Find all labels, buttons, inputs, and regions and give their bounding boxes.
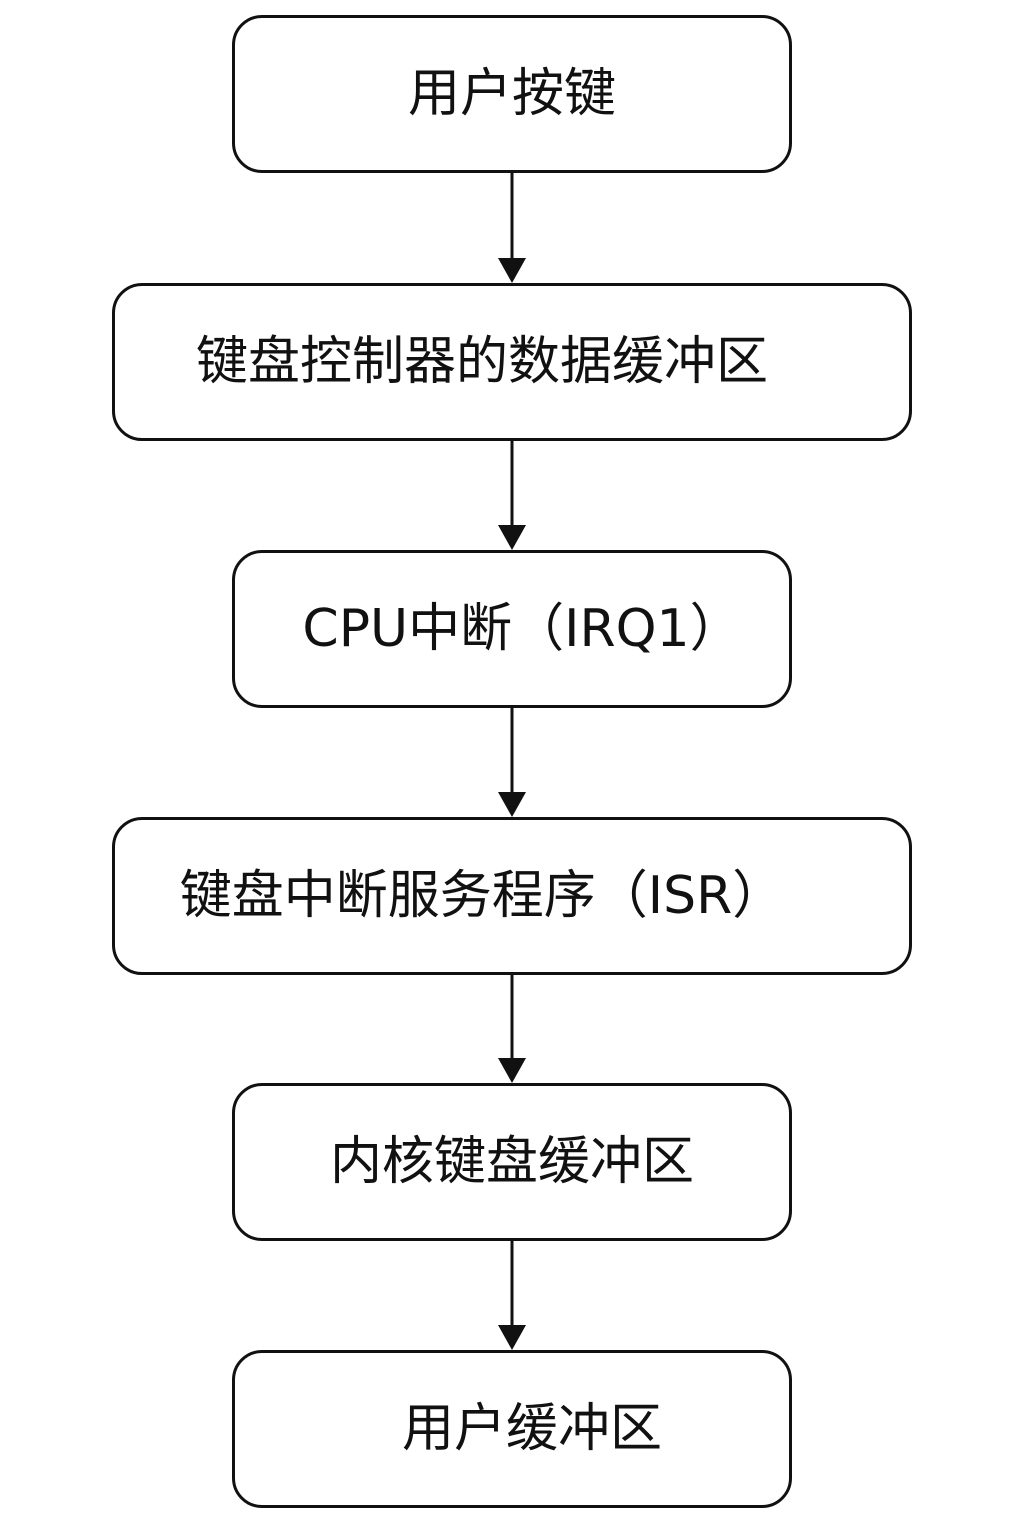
node-label: 用户按键 — [407, 64, 616, 124]
node-label: CPU中断（IRQ1） — [302, 599, 742, 659]
node-label: 用户缓冲区 — [401, 1399, 662, 1459]
node-user-buffer: 用户缓冲区 — [232, 1350, 792, 1508]
node-keyboard-isr: 键盘中断服务程序（ISR） — [112, 817, 912, 975]
arrow-kernel-to-user-buffer — [498, 1241, 526, 1350]
node-cpu-interrupt: CPU中断（IRQ1） — [232, 550, 792, 708]
node-label: 键盘中断服务程序（ISR） — [179, 866, 785, 926]
arrow-user-key-to-controller — [498, 173, 526, 283]
node-user-keypress: 用户按键 — [232, 15, 792, 173]
node-label: 键盘控制器的数据缓冲区 — [195, 332, 768, 392]
arrow-controller-to-cpu — [498, 441, 526, 550]
node-label: 内核键盘缓冲区 — [329, 1132, 694, 1192]
arrow-isr-to-kernel-buffer — [498, 975, 526, 1083]
node-keyboard-controller-buffer: 键盘控制器的数据缓冲区 — [112, 283, 912, 441]
node-kernel-keyboard-buffer: 内核键盘缓冲区 — [232, 1083, 792, 1241]
arrow-cpu-to-isr — [498, 708, 526, 817]
